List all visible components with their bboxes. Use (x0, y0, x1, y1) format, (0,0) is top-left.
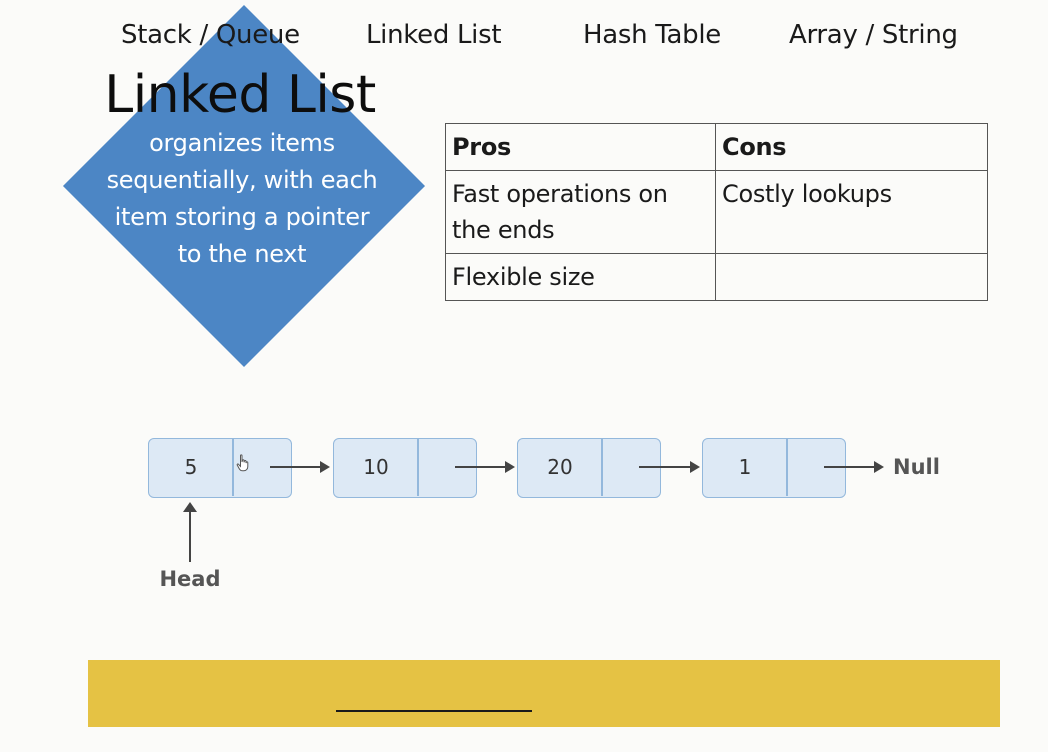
description-line: to the next (177, 240, 307, 268)
description-line: item storing a pointer (114, 203, 370, 231)
node-value: 1 (738, 455, 752, 479)
table-header-row: Pros Cons (445, 123, 988, 171)
cons-header: Cons (715, 123, 988, 171)
nav-item-linked-list[interactable]: Linked List (366, 20, 502, 50)
table-cell: Fast operations on the ends (445, 170, 716, 254)
node-divider (786, 439, 788, 496)
hand-pointer-icon (236, 454, 249, 472)
pros-cons-table: Pros Cons Fast operations on the ends Co… (445, 123, 988, 301)
list-node: 10 (333, 438, 477, 498)
table-cell (715, 253, 988, 301)
pointer-arrow (455, 461, 515, 473)
pros-header: Pros (445, 123, 716, 171)
table-row: Flexible size (445, 253, 988, 301)
nav-item-hash-table[interactable]: Hash Table (583, 20, 722, 50)
nav-item-array-string[interactable]: Array / String (789, 20, 958, 50)
node-value: 20 (547, 455, 573, 479)
list-node: 5 (148, 438, 292, 498)
node-value: 10 (363, 455, 389, 479)
topic-nav-bar (88, 660, 1000, 727)
node-value: 5 (184, 455, 198, 479)
slide-description: organizes items sequentially, with each … (82, 125, 402, 273)
table-row: Fast operations on the ends Costly looku… (445, 170, 988, 254)
node-divider (601, 439, 603, 496)
list-node: 1 (702, 438, 846, 498)
list-node: 20 (517, 438, 661, 498)
table-cell: Costly lookups (715, 170, 988, 254)
head-arrow (183, 502, 197, 562)
pointer-arrow (639, 461, 700, 473)
table-cell: Flexible size (445, 253, 716, 301)
null-label: Null (893, 455, 940, 479)
pointer-arrow (270, 461, 330, 473)
node-divider (417, 439, 419, 496)
description-line: sequentially, with each (106, 166, 378, 194)
nav-item-stack-queue[interactable]: Stack / Queue (121, 20, 300, 50)
pointer-arrow (824, 461, 884, 473)
node-divider (232, 439, 234, 496)
active-nav-underline (336, 710, 532, 712)
description-line: organizes items (149, 129, 335, 157)
slide-title: Linked List (104, 65, 376, 125)
head-label: Head (159, 567, 221, 591)
